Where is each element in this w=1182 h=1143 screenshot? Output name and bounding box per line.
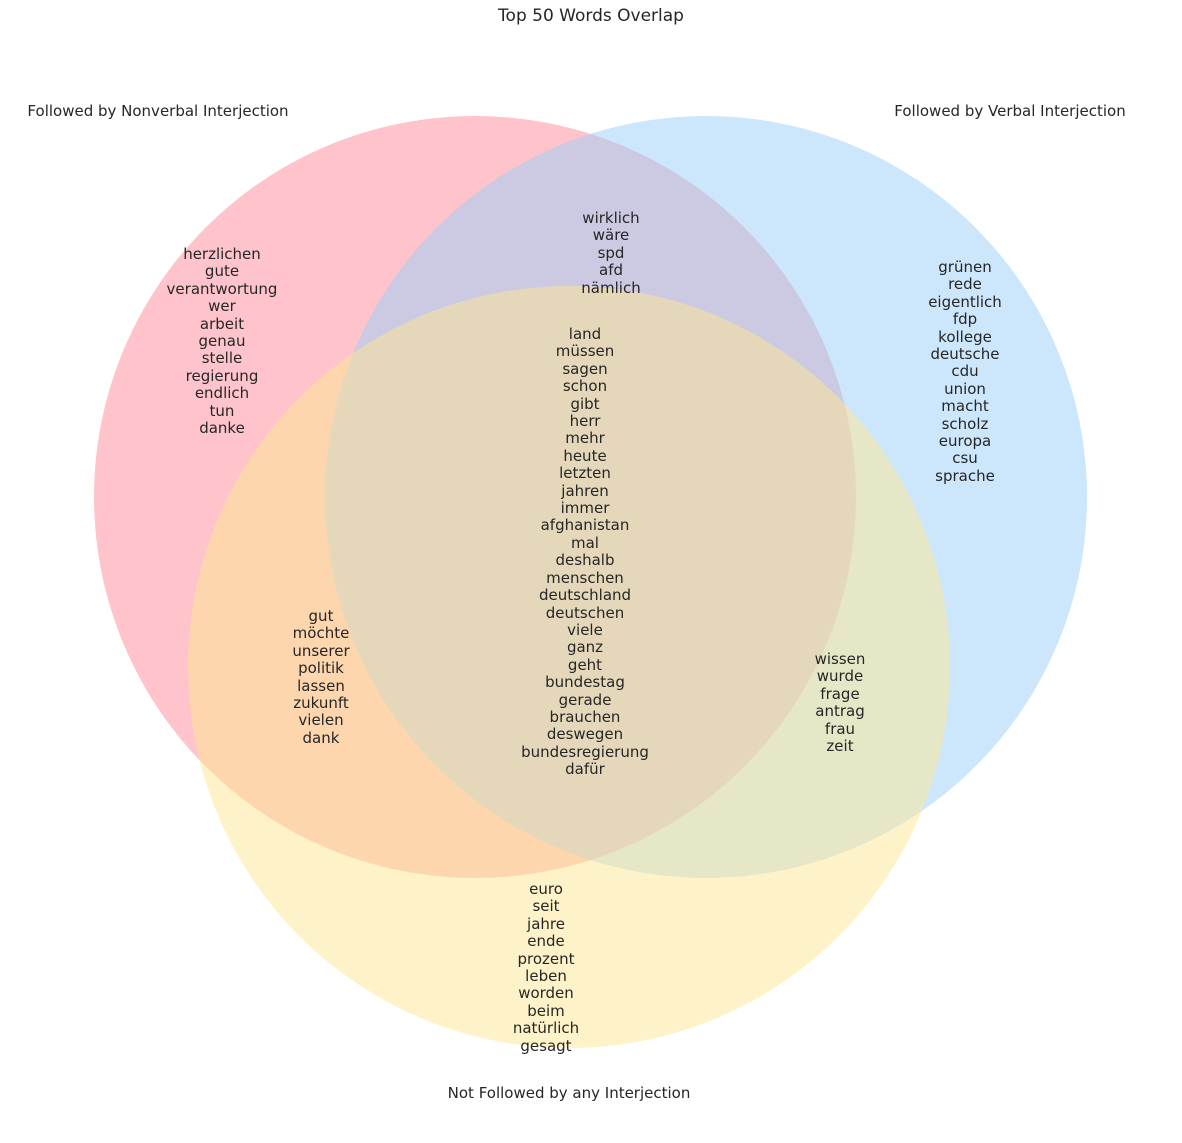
word-label: vielen [298, 711, 344, 730]
word-label: verantwortung [166, 279, 278, 298]
word-label: politik [298, 659, 344, 678]
word-label: menschen [546, 568, 624, 587]
word-label: land [568, 325, 602, 343]
word-label: müssen [555, 342, 615, 361]
word-label: bundestag [545, 673, 625, 692]
word-label: grünen [938, 258, 992, 276]
word-label: mal [571, 533, 599, 552]
word-label: deswegen [546, 725, 624, 744]
word-label: antrag [815, 702, 865, 721]
word-label: danke [199, 419, 245, 438]
none-set-label: Not Followed by any Interjection [447, 1084, 691, 1102]
word-label: gesagt [520, 1036, 572, 1055]
word-label: ganz [566, 638, 604, 657]
word-label: unserer [292, 641, 350, 660]
word-label: wäre [592, 226, 630, 245]
none-circle [188, 286, 950, 1048]
word-label: spd [597, 243, 625, 262]
word-label: schon [562, 377, 608, 396]
word-label: lassen [297, 676, 345, 695]
word-label: herr [569, 412, 601, 431]
word-label: arbeit [199, 314, 245, 333]
word-label: bundesregierung [521, 742, 649, 761]
word-label: wurde [816, 667, 864, 686]
word-label: wirklich [582, 209, 640, 227]
word-label: scholz [941, 414, 989, 433]
word-label: europa [938, 432, 992, 451]
word-label: sagen [562, 359, 608, 378]
word-label: brauchen [549, 707, 621, 726]
verbal-set-label: Followed by Verbal Interjection [894, 102, 1126, 120]
word-label: wissen [814, 650, 866, 668]
word-label: zeit [826, 737, 854, 756]
nonverbal-set-label: Followed by Nonverbal Interjection [27, 102, 289, 120]
word-label: endlich [194, 384, 250, 403]
word-label: csu [952, 449, 978, 468]
word-label: jahre [527, 914, 565, 933]
word-label: mehr [565, 429, 605, 448]
word-label: union [944, 379, 986, 398]
word-label: dafür [565, 760, 605, 779]
word-label: deshalb [555, 551, 615, 570]
word-label: gute [204, 262, 240, 281]
word-label: frau [824, 719, 856, 738]
word-label: zukunft [293, 694, 349, 713]
word-label: möchte [292, 624, 350, 643]
word-label: frage [820, 684, 860, 703]
word-label: afghanistan [540, 516, 630, 535]
word-label: gerade [558, 690, 612, 709]
word-label: natürlich [512, 1019, 580, 1038]
word-label: deutsche [930, 345, 1000, 364]
word-label: seit [532, 897, 560, 916]
word-label: gibt [570, 394, 600, 413]
word-label: wer [208, 297, 236, 316]
word-label: letzten [559, 464, 611, 483]
word-label: regierung [185, 366, 259, 385]
word-label: gut [308, 607, 334, 625]
word-label: rede [948, 275, 982, 294]
word-label: geht [567, 655, 603, 674]
word-label: worden [518, 984, 574, 1003]
word-label: eigentlich [928, 292, 1002, 311]
word-label: kollege [938, 327, 992, 346]
word-label: heute [563, 446, 607, 465]
word-label: prozent [517, 949, 575, 968]
word-label: fdp [952, 310, 978, 329]
word-label: genau [198, 332, 246, 351]
word-label: immer [560, 499, 610, 518]
word-label: tun [209, 401, 235, 420]
word-label: afd [599, 261, 623, 280]
word-label: viele [567, 620, 603, 639]
word-label: beim [527, 1001, 565, 1020]
word-label: deutschen [545, 603, 625, 622]
word-label: nämlich [581, 278, 641, 297]
word-label: macht [941, 397, 989, 416]
word-label: herzlichen [183, 245, 261, 263]
word-label: euro [529, 880, 563, 898]
word-label: leben [525, 967, 567, 986]
word-label: jahren [561, 481, 609, 500]
word-label: cdu [951, 362, 979, 381]
word-label: deutschland [538, 586, 632, 605]
word-label: sprache [935, 466, 995, 485]
diagram-title: Top 50 Words Overlap [498, 6, 684, 26]
word-label: stelle [201, 349, 243, 368]
word-label: ende [527, 932, 565, 951]
word-label: dank [302, 728, 340, 747]
